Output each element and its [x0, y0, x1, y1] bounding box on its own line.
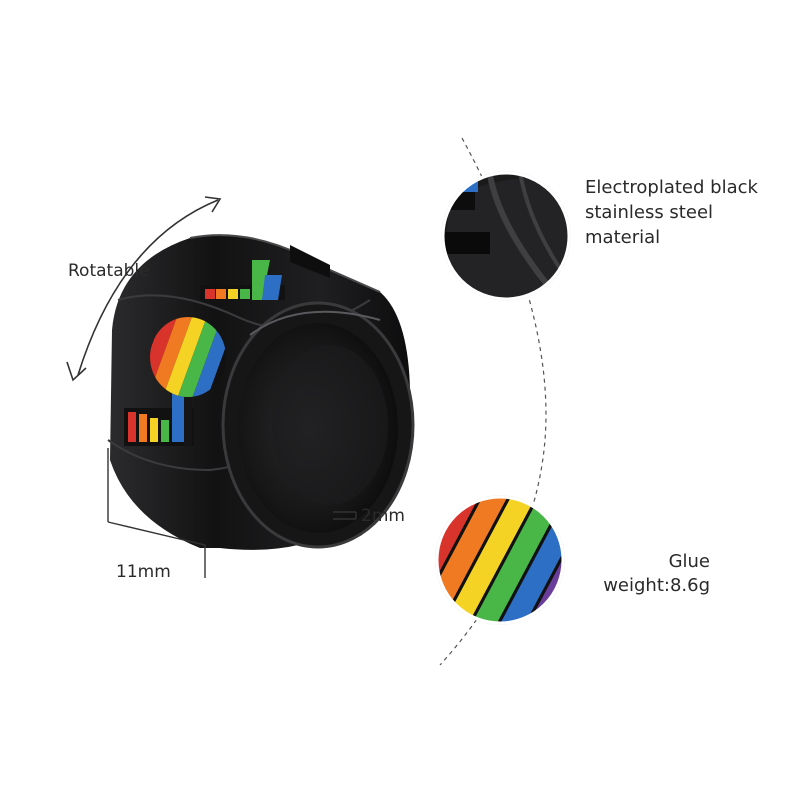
thickness-label: 2mm [361, 506, 405, 526]
thickness-dimension [333, 511, 357, 520]
zoom-steel-detail [441, 171, 571, 301]
width-dimension [107, 448, 206, 578]
rotation-arrow-icon [66, 196, 222, 382]
material-line-1: Electroplated black [585, 177, 758, 198]
glue-line: Glue [668, 551, 710, 572]
letter-v-cutout [200, 260, 285, 300]
letter-l-cutout [124, 392, 194, 446]
weight-line: weight:8.6g [603, 575, 710, 596]
zoom-glue-detail [435, 495, 565, 625]
material-line-2: stainless steel [585, 202, 714, 223]
width-label: 11mm [116, 562, 171, 582]
glue-label: Glue weight:8.6g [603, 550, 710, 598]
material-label: Electroplated black stainless steel mate… [585, 176, 758, 251]
letter-o-cutout [150, 317, 226, 397]
material-line-3: material [585, 227, 661, 248]
rotatable-label: Rotatable [68, 261, 150, 281]
ring [107, 234, 415, 550]
